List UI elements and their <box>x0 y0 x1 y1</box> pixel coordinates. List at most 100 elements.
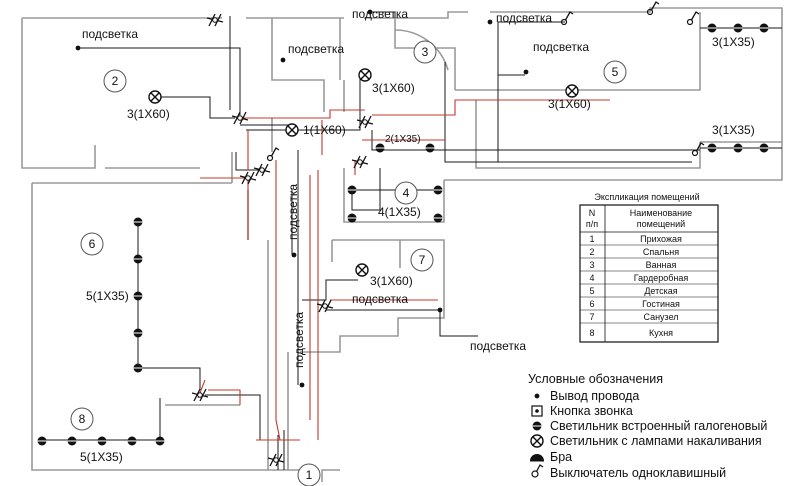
backlight-label-room2: подсветка <box>82 27 138 41</box>
top-right-lamps-label: 3(1X35) <box>712 35 755 49</box>
svg-text:Спальня: Спальня <box>643 247 679 257</box>
wire-outlet-icon <box>291 252 297 258</box>
halogen-spotlight-icon <box>133 328 143 338</box>
halogen-spotlight-icon <box>433 213 443 223</box>
room8-lamps-label: 5(1X35) <box>80 450 123 464</box>
halogen-spotlight-icon <box>347 213 357 223</box>
legend-item-wire-outlet: Вывод провода <box>550 389 639 403</box>
room-5-label: 5 <box>603 60 627 84</box>
halogen-spotlight-icon <box>759 143 769 153</box>
halogen-spotlight-icon <box>155 436 165 446</box>
svg-text:5: 5 <box>612 65 619 79</box>
wire-outlet-icon <box>367 9 373 15</box>
single-switch-icon <box>691 142 705 157</box>
explication-row: 3 Ванная <box>580 260 718 272</box>
wires-red <box>197 99 610 441</box>
svg-text:4: 4 <box>589 273 594 283</box>
explication-row: 2 Спальня <box>580 247 718 259</box>
halogen-spotlight-icon <box>707 143 717 153</box>
room-labels: 1 2 3 4 5 6 7 8 <box>70 40 627 486</box>
single-switch-icon <box>206 13 224 27</box>
halogen-spotlight-icon <box>532 421 542 431</box>
svg-text:3: 3 <box>422 45 429 59</box>
backlight-label-living: подсветка <box>286 184 300 240</box>
backlight-label-bath: подсветка <box>470 339 526 353</box>
room-7-label: 7 <box>410 248 434 272</box>
svg-text:7: 7 <box>589 312 594 322</box>
backlight-label-top: подсветка <box>352 7 408 21</box>
wire-outlet-icon <box>487 19 493 25</box>
svg-text:6: 6 <box>589 299 594 309</box>
svg-text:Гардеробная: Гардеробная <box>634 273 689 283</box>
room3-lamp-label: 3(1X60) <box>372 81 415 95</box>
halogen-spotlight-icon <box>759 23 769 33</box>
incandescent-lamp-icon <box>358 68 372 82</box>
halogen-spotlight-icon <box>37 436 47 446</box>
single-switch-icon <box>560 11 574 26</box>
svg-text:8: 8 <box>589 328 594 338</box>
explication-row: 6 Гостиная <box>580 299 718 311</box>
room-2-label: 2 <box>103 69 127 93</box>
backlight-label-corridor: подсветка <box>496 11 552 25</box>
doorbell-button-icon <box>531 405 543 417</box>
single-switch-icon <box>351 155 369 169</box>
explication-table: Экспликация помещений N п/п Наименование… <box>579 192 719 343</box>
single-switch-icon <box>267 453 285 467</box>
room5-lamps-label: 3(1X60) <box>548 97 591 111</box>
svg-text:4: 4 <box>403 186 410 200</box>
halogen-spotlight-icon <box>375 143 385 153</box>
incandescent-lamp-icon <box>355 263 369 277</box>
halogen-spotlight-icon <box>347 185 357 195</box>
room-3-label: 3 <box>413 40 437 64</box>
svg-text:1: 1 <box>306 468 313 482</box>
legend-item-sconce: Бра <box>550 450 572 464</box>
halogen-spotlight-icon <box>97 436 107 446</box>
wire-outlet-icon <box>299 382 305 388</box>
halogen-spotlight-icon <box>67 436 77 446</box>
svg-text:Кухня: Кухня <box>649 328 673 338</box>
svg-text:1: 1 <box>589 234 594 244</box>
halogen-spotlight-icon <box>433 185 443 195</box>
halogen-spotlight-icon <box>133 363 143 373</box>
svg-text:Санузел: Санузел <box>643 312 678 322</box>
single-switch-icon <box>686 11 700 26</box>
svg-text:2: 2 <box>589 247 594 257</box>
backlight-label-hall: подсветка <box>292 312 306 368</box>
sconce-icon <box>530 454 544 462</box>
svg-text:Детская: Детская <box>644 286 677 296</box>
legend-item-doorbell: Кнопка звонка <box>550 404 633 418</box>
svg-text:3: 3 <box>589 260 594 270</box>
right-lamps-label: 3(1X35) <box>712 123 755 137</box>
svg-text:6: 6 <box>89 237 96 251</box>
room-4-label: 4 <box>394 181 418 205</box>
halogen-spotlight-icon <box>133 254 143 264</box>
room6-lamps-label: 5(1X35) <box>86 289 129 303</box>
legend-item-switch: Выключатель одноклавишный <box>550 466 726 480</box>
room-6-label: 6 <box>80 232 104 256</box>
explication-row: 8 Кухня <box>589 328 673 338</box>
explication-row: 4 Гардеробная <box>580 273 718 285</box>
legend: Условные обозначения Вывод провода Кнопк… <box>528 372 767 480</box>
center-small-label: 2(1X35) <box>385 134 421 145</box>
halogen-spotlight-icon <box>707 23 717 33</box>
svg-text:7: 7 <box>419 253 426 267</box>
room2-lamps-label: 3(1X60) <box>127 107 170 121</box>
backlight-label-room3: подсветка <box>288 42 344 56</box>
incandescent-lamp-icon <box>565 84 579 98</box>
explication-head-name2: помещений <box>637 219 685 229</box>
svg-text:Ванная: Ванная <box>646 260 677 270</box>
halogen-spotlight-icon <box>133 291 143 301</box>
plan-labels: подсветка подсветка подсветка подсветка … <box>80 7 755 464</box>
room-8-label: 8 <box>70 407 94 431</box>
explication-head-n: N <box>589 208 596 218</box>
single-switch-icon <box>266 147 280 162</box>
svg-text:Гостиная: Гостиная <box>642 299 680 309</box>
explication-title: Экспликация помещений <box>594 192 699 202</box>
halogen-spotlight-icon <box>127 436 137 446</box>
single-switch-icon <box>531 464 544 478</box>
halogen-spotlight-icon <box>133 217 143 227</box>
